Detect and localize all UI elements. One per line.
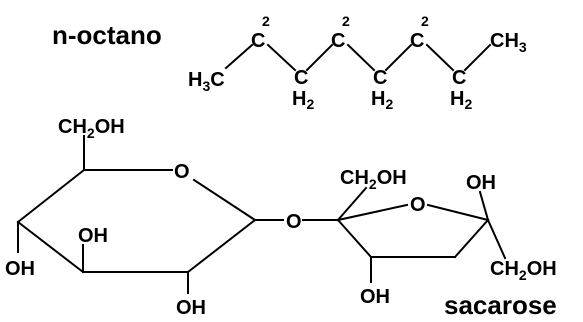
glycosidic-oxygen: O (286, 211, 302, 233)
glucose-bond (192, 178, 257, 222)
octane-bond (266, 43, 297, 72)
fructose-substituent-bond (336, 186, 368, 222)
fructose-substituent-bond (486, 218, 507, 260)
fructose-ring (336, 186, 507, 283)
glucose-ring-oxygen: O (174, 161, 190, 183)
octane-ch2-lower-c: C (294, 67, 308, 89)
octane-ch2-upper-sup: 2 (342, 13, 350, 29)
fructose-ring-oxygen: O (410, 194, 426, 216)
fructose-substituent-bond (478, 190, 490, 222)
glucose-oh-label: OH (78, 225, 108, 247)
octane-bond (305, 43, 334, 72)
octane-bond (463, 43, 492, 72)
octane-ch2-lower-c: C (373, 67, 387, 89)
octane-ch2-lower-h: H2 (450, 88, 472, 112)
octane-ch2-upper: C (251, 30, 265, 52)
fructose-ch2oh-label: CH2OH (490, 258, 557, 283)
octane-bond (224, 43, 254, 70)
glucose-oh-label: OH (176, 297, 206, 319)
octane-h3c-group: H3C (188, 69, 225, 94)
glucose-bond (186, 218, 257, 274)
octane-ch2-lower-c: C (452, 67, 466, 89)
octane-ch2-upper-sup: 2 (262, 13, 270, 29)
octane-name-label: n-octano (52, 20, 162, 50)
octane-ch2-upper: C (410, 30, 424, 52)
glucose-ch2oh-label: CH2OH (58, 116, 125, 141)
fructose-bond (453, 218, 490, 259)
sucrose-name-label: sacarose (444, 290, 557, 320)
octane-bond (425, 43, 455, 72)
octane-atoms: H3C C 2 C 2 C 2 C H2 C H2 C H2 CH3 (188, 13, 527, 112)
octane-ch2-lower-h: H2 (371, 88, 393, 112)
glucose-oh-label: OH (5, 258, 35, 280)
fructose-bond (336, 203, 409, 222)
octane-ch2-upper: C (331, 30, 345, 52)
fructose-oh-label: OH (360, 286, 390, 308)
fructose-oh-label: OH (466, 172, 496, 194)
octane-bond (346, 43, 376, 72)
octane-bond (384, 43, 413, 72)
fructose-ch2oh-label: CH2OH (340, 167, 407, 192)
sucrose-atoms: CH2OH O OH OH OH O O CH2OH OH CH2OH OH (5, 116, 557, 319)
fructose-bond (426, 203, 490, 222)
octane-ch2-upper-sup: 2 (421, 13, 429, 29)
glucose-bond (16, 168, 86, 224)
glucose-bond (16, 220, 85, 274)
glucose-ring (16, 135, 339, 294)
fructose-bond (336, 218, 373, 259)
octane-skeleton (224, 43, 492, 72)
octane-ch2-lower-h: H2 (292, 88, 314, 112)
octane-ch3-group: CH3 (490, 30, 527, 55)
